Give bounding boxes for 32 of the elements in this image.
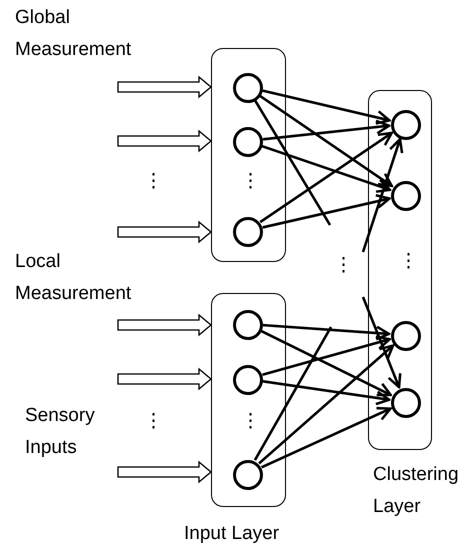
arrow <box>262 144 392 193</box>
layer-label: Input Layer <box>184 522 280 546</box>
arrow <box>362 138 404 252</box>
arrow <box>261 406 392 469</box>
arrow <box>262 194 391 229</box>
block-arrow <box>117 460 212 484</box>
arrow <box>262 324 390 340</box>
layer-label: Clustering Layer <box>373 463 460 519</box>
ellipsis-dots: ⋮ <box>144 170 163 194</box>
arrow <box>262 335 391 376</box>
arrow <box>262 380 390 406</box>
arrow <box>262 120 390 141</box>
block-arrow <box>117 314 212 336</box>
ellipsis-dots: ⋮ <box>241 170 260 194</box>
ellipsis-dots: ⋮ <box>241 410 260 434</box>
block-arrow <box>117 368 212 390</box>
arrow <box>260 132 393 224</box>
arrow <box>258 344 394 464</box>
input-group-label: Global Measurement <box>15 6 132 62</box>
ellipsis-dots: ⋮ <box>399 250 418 274</box>
arrow <box>259 94 394 188</box>
input-group-label: Sensory Inputs <box>25 404 96 460</box>
connection-line <box>254 326 332 461</box>
ellipsis-dots: ⋮ <box>144 410 163 434</box>
ellipsis-dots: ⋮ <box>334 254 353 278</box>
block-arrow <box>117 130 212 152</box>
block-arrow <box>117 76 212 98</box>
arrow <box>362 296 402 388</box>
block-arrow <box>117 220 212 244</box>
arrow <box>262 89 391 125</box>
layer-box <box>211 48 286 262</box>
input-group-label: Local Measurement <box>15 250 132 306</box>
